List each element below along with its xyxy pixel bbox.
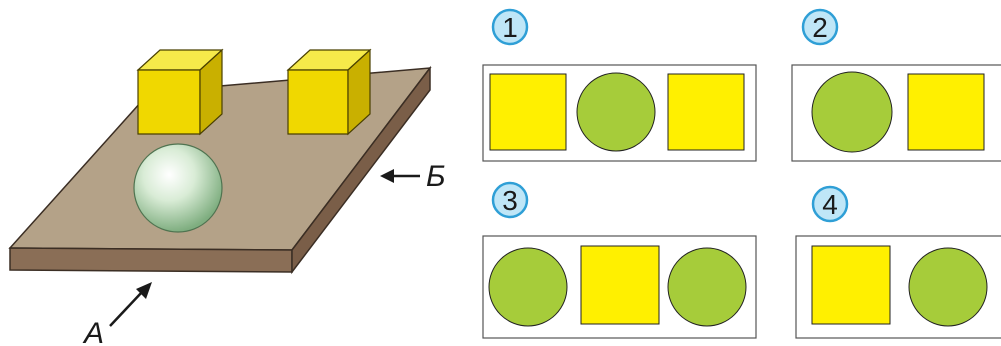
option-2-circle: [811, 71, 893, 153]
option-4-badge: [811, 185, 849, 223]
option-2-badge: [801, 8, 839, 46]
option-3-circle-right: [667, 247, 747, 327]
option-2-number: 2: [812, 12, 828, 43]
board-front-face: [9, 247, 293, 273]
option-4-number: 4: [822, 189, 838, 220]
cube-left: [136, 48, 224, 136]
option-4-square: [811, 245, 891, 325]
label-view-a: А: [82, 317, 104, 346]
option-4-circle: [908, 247, 988, 327]
option-3[interactable]: 3: [482, 181, 757, 339]
option-2[interactable]: 2: [791, 8, 1001, 162]
option-3-number: 3: [502, 185, 518, 216]
option-1-square-right: [667, 73, 745, 151]
option-1-square-left: [489, 73, 567, 151]
option-1-number: 1: [502, 12, 518, 43]
option-1-badge: [491, 8, 529, 46]
cube-right: [286, 48, 372, 136]
arrow-view-a: [109, 282, 152, 327]
option-3-badge: [491, 181, 529, 219]
option-1-circle: [576, 72, 656, 152]
sphere: [133, 143, 223, 233]
label-view-b: Б: [426, 160, 446, 193]
board-side-face: [291, 65, 431, 275]
arrow-view-b: [380, 169, 420, 183]
option-1[interactable]: 1: [482, 8, 757, 162]
option-4[interactable]: 4: [795, 185, 1001, 339]
option-3-square: [580, 245, 660, 325]
option-2-square: [907, 73, 985, 151]
option-3-circle-left: [488, 247, 568, 327]
